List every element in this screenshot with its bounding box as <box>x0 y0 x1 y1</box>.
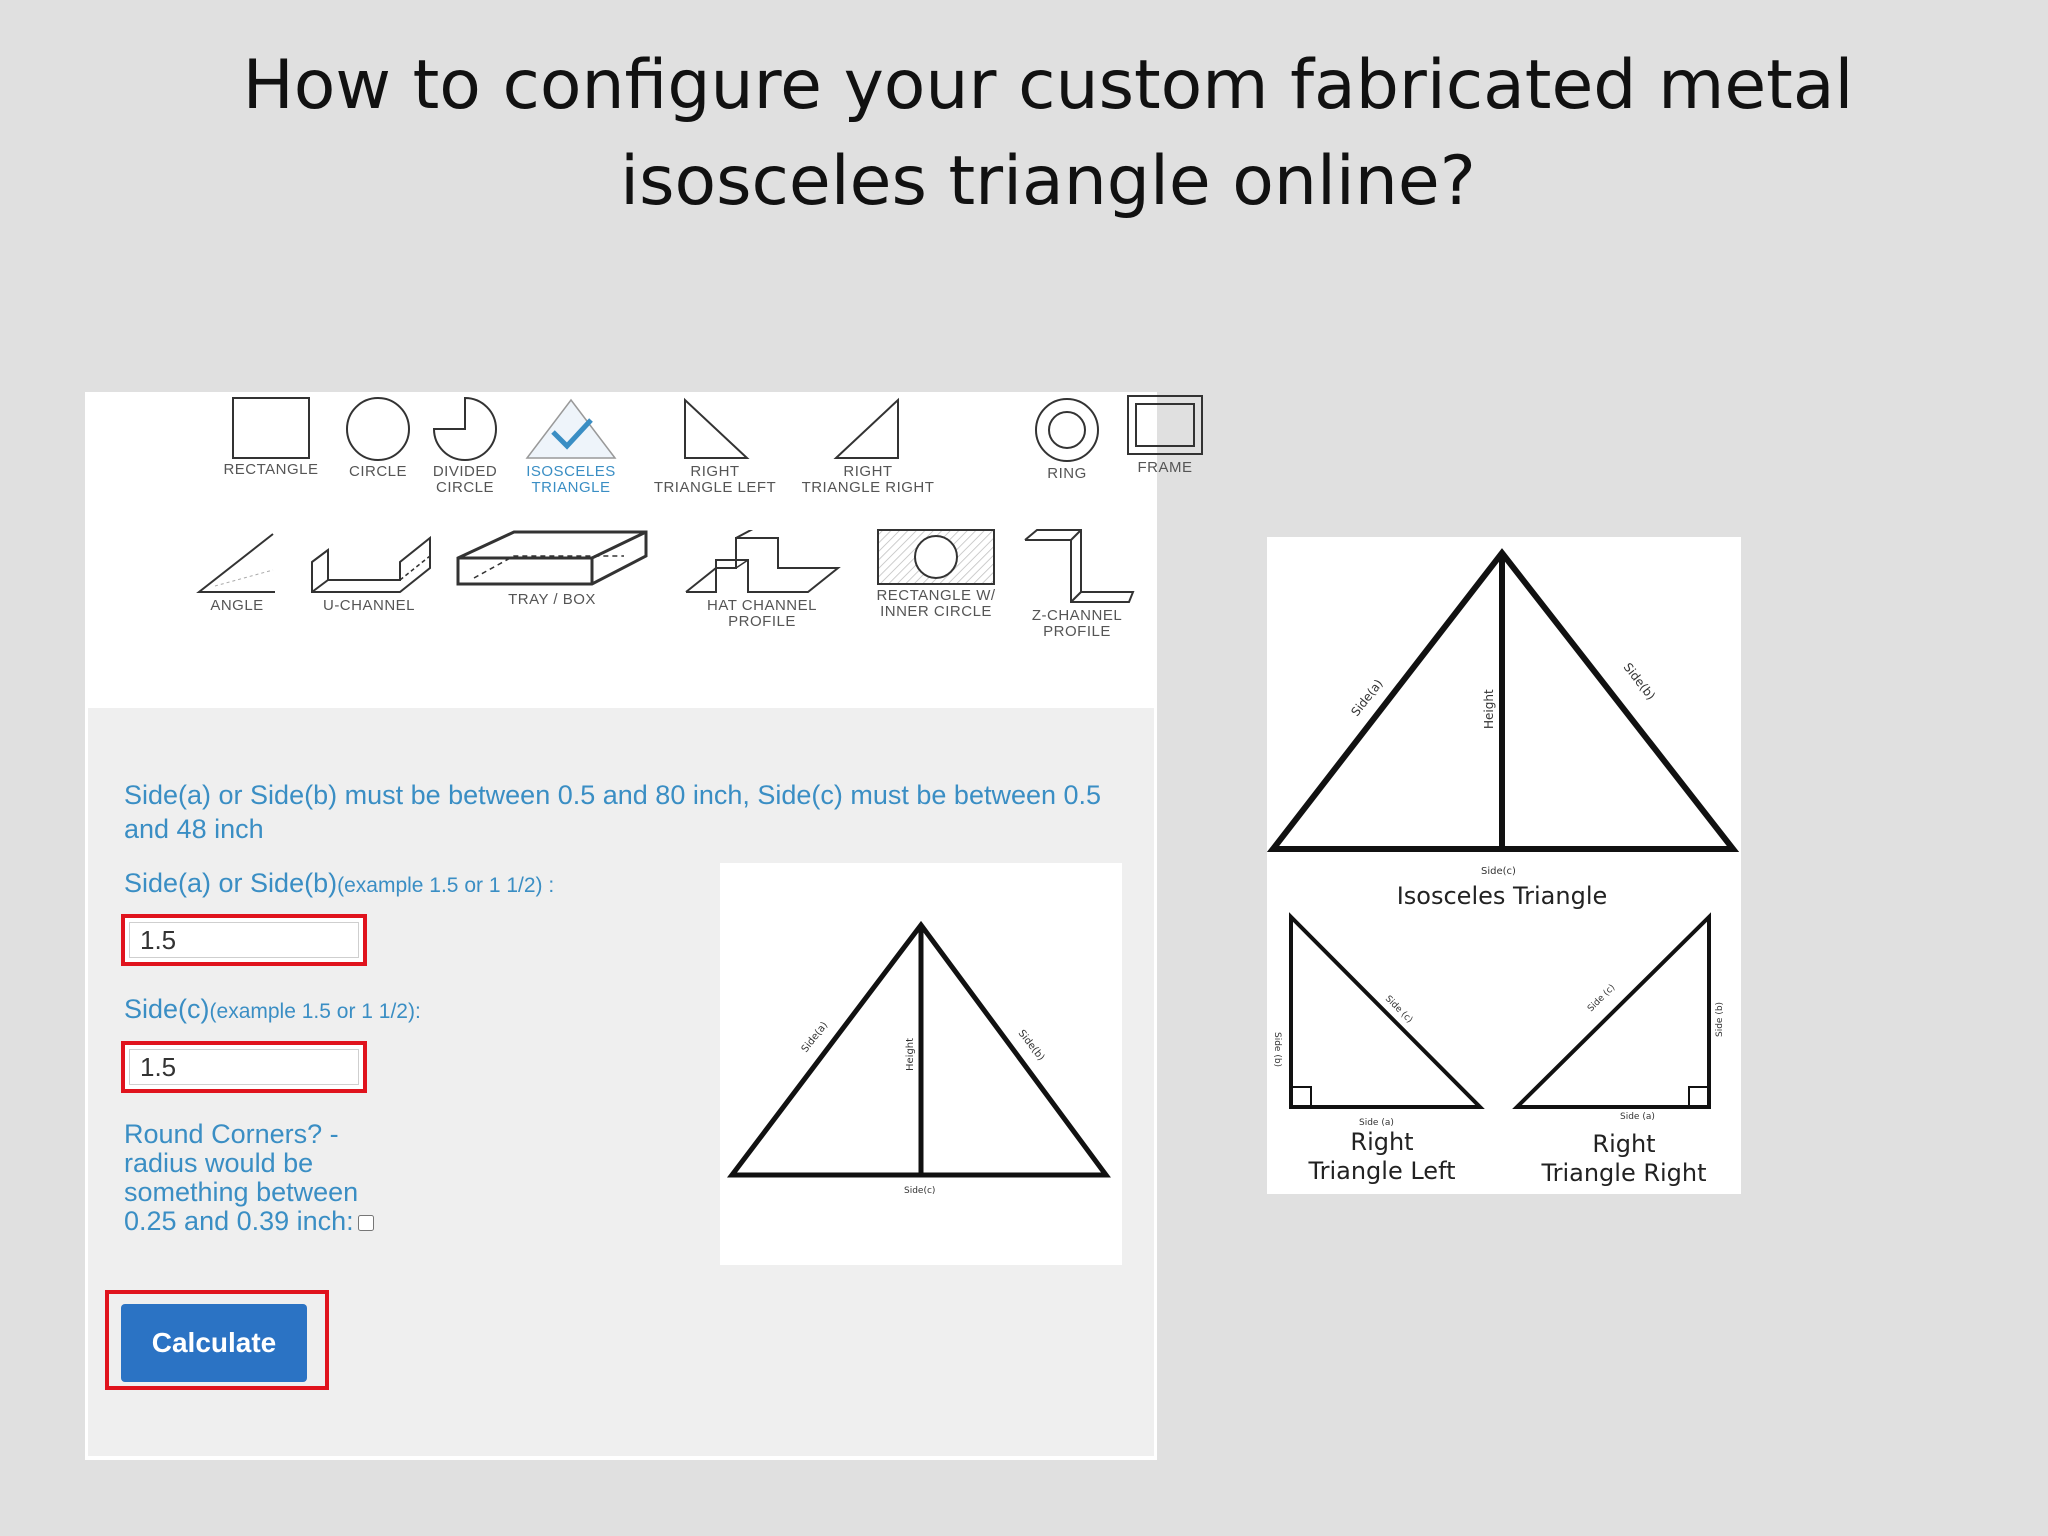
slide-title-line-2: isosceles triangle online? <box>620 142 1476 221</box>
calculate-button[interactable]: Calculate <box>121 1304 307 1382</box>
ref-right-triangle-left-caption: Right Triangle Left <box>1287 1128 1477 1186</box>
ref-iso-side-b-label: Side(b) <box>1621 660 1658 702</box>
divided-circle-icon <box>432 396 497 461</box>
preview-side-c-label: Side(c) <box>904 1186 935 1196</box>
ref-rtr-caption-line-2: Triangle Right <box>1541 1159 1707 1187</box>
ref-rtr-side-b-label: Side (b) <box>1715 1002 1725 1037</box>
side-ab-label: Side(a) or Side(b)(example 1.5 or 1 1/2)… <box>124 868 554 899</box>
circle-icon <box>346 397 410 461</box>
round-corners-checkbox[interactable] <box>357 1214 374 1231</box>
side-c-label: Side(c)(example 1.5 or 1 1/2): <box>124 994 421 1025</box>
ref-rtl-caption-line-2: Triangle Left <box>1308 1157 1456 1185</box>
shape-option-u-channel[interactable]: U-CHANNEL <box>301 530 437 614</box>
angle-icon <box>196 533 275 593</box>
ref-iso-height-label: Height <box>1482 689 1496 729</box>
side-c-highlight <box>121 1041 367 1093</box>
ref-rtl-side-b-label: Side (b) <box>1272 1032 1282 1067</box>
shape-option-right-triangle-right[interactable]: RIGHT TRIANGLE RIGHT <box>793 396 943 496</box>
shape-reference-image: Side(a) Side(b) Height Side(c) Side (b) … <box>1267 537 1741 1194</box>
calculate-highlight <box>105 1290 329 1390</box>
shape-option-ring[interactable]: RING <box>1031 396 1103 482</box>
u-channel-icon <box>311 535 431 593</box>
isosceles-triangle-preview-drawing: Side(a) Side(b) Height Side(c) <box>726 920 1111 1196</box>
hat-channel-icon <box>685 530 841 593</box>
dimension-form: Side(a) or Side(b) must be between 0.5 a… <box>88 708 1154 1456</box>
side-ab-highlight <box>121 914 367 966</box>
round-corners-label: Round Corners? - radius would be somethi… <box>124 1120 414 1236</box>
ref-isosceles-caption: Isosceles Triangle <box>1396 882 1608 910</box>
ring-icon <box>1035 398 1099 462</box>
side-ab-input[interactable] <box>129 922 359 958</box>
shape-option-angle[interactable]: ANGLE <box>193 530 281 614</box>
slide-title: How to configure your custom fabricated … <box>0 38 2048 230</box>
shape-option-frame[interactable]: FRAME <box>1117 392 1213 476</box>
shape-picker: RECTANGLE CIRCLE DIVIDED CIRCLE ISOSCELE… <box>85 392 1203 708</box>
right-triangle-left-icon <box>684 397 750 459</box>
right-triangle-right-icon <box>833 397 899 459</box>
shape-option-rectangle[interactable]: RECTANGLE <box>221 396 321 478</box>
round-corners-text: Round Corners? - radius would be somethi… <box>124 1119 359 1236</box>
side-c-input[interactable] <box>129 1049 359 1085</box>
side-c-label-text: Side(c) <box>124 994 210 1024</box>
shape-option-rectangle-inner-circle[interactable]: RECTANGLE W/ INNER CIRCLE <box>873 528 999 620</box>
ref-right-triangle-right-caption: Right Triangle Right <box>1519 1130 1729 1188</box>
dimension-limits-note: Side(a) or Side(b) must be between 0.5 a… <box>124 780 1102 844</box>
z-channel-icon <box>1024 529 1135 603</box>
ref-rtl-side-a-label: Side (a) <box>1359 1118 1394 1128</box>
ref-rtl-caption-line-1: Right <box>1350 1128 1414 1156</box>
ref-rtr-side-c-label: Side (c) <box>1586 983 1617 1014</box>
shape-option-hat-channel[interactable]: HAT CHANNEL PROFILE <box>681 530 843 630</box>
preview-height-label: Height <box>905 1038 916 1071</box>
shape-option-circle[interactable]: CIRCLE <box>338 396 418 480</box>
rectangle-inner-circle-icon <box>877 529 995 585</box>
shape-option-right-triangle-left[interactable]: RIGHT TRIANGLE LEFT <box>645 396 785 496</box>
triangle-preview: Side(a) Side(b) Height Side(c) <box>720 863 1122 1265</box>
reference-drawings: Side(a) Side(b) Height Side(c) Side (b) … <box>1267 548 1740 1128</box>
configurator-screenshot: RECTANGLE CIRCLE DIVIDED CIRCLE ISOSCELE… <box>85 392 1203 1460</box>
ref-rtl-side-c-label: Side (c) <box>1383 994 1414 1025</box>
tray-box-icon <box>456 530 648 586</box>
ref-iso-side-c-label: Side(c) <box>1481 866 1516 877</box>
ref-rtr-caption-line-1: Right <box>1592 1130 1656 1158</box>
shape-option-z-channel[interactable]: Z-CHANNEL PROFILE <box>1015 526 1139 640</box>
rectangle-icon <box>232 397 310 459</box>
slide-title-line-1: How to configure your custom fabricated … <box>242 46 1854 125</box>
frame-icon <box>1127 395 1203 455</box>
side-ab-example-text: (example 1.5 or 1 1/2) : <box>337 874 555 897</box>
side-c-example-text: (example 1.5 or 1 1/2): <box>209 1000 421 1023</box>
side-ab-label-text: Side(a) or Side(b) <box>124 868 338 898</box>
ref-rtr-side-a-label: Side (a) <box>1620 1112 1655 1122</box>
shape-option-isosceles-triangle[interactable]: ISOSCELES TRIANGLE <box>515 396 627 496</box>
shape-option-divided-circle[interactable]: DIVIDED CIRCLE <box>425 396 505 496</box>
isosceles-triangle-icon <box>525 398 617 459</box>
shape-option-tray-box[interactable]: TRAY / BOX <box>453 526 651 608</box>
